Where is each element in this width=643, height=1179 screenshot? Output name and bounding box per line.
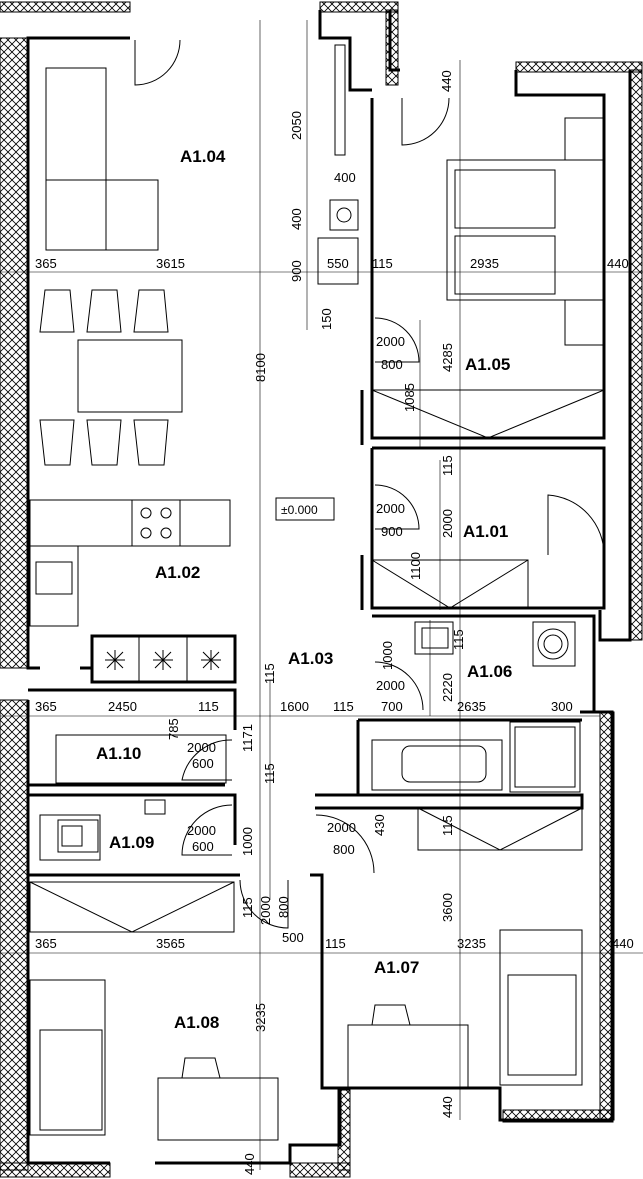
dim-text: 2000 [258,896,273,925]
room-label-a103: A1.03 [288,649,333,668]
cooktop [131,499,181,547]
walls [26,10,632,1165]
dim-text: 300 [551,699,573,714]
dim-text: 115 [440,455,455,476]
vertical-dimension-texts: 440 2050 400 900 150 4285 1085 8100 115 … [166,70,466,1175]
room-label-a102: A1.02 [155,563,200,582]
dim-text: 600 [192,839,214,854]
dim-text: 785 [166,718,181,740]
dim-text: 900 [289,260,304,282]
room-label-a108: A1.08 [174,1013,219,1032]
dim-text: 2000 [376,501,405,516]
dim-text: 1600 [280,699,309,714]
dim-text: 3235 [457,936,486,951]
dim-text: 440 [612,936,634,951]
dim-text: 115 [262,763,277,784]
dim-text: 1171 [240,724,255,752]
dim-text: 115 [325,936,346,951]
dim-text: 2000 [187,740,216,755]
dim-text: 1085 [402,383,417,412]
level-marker: ±0.000 [281,503,318,517]
dim-text: 2635 [457,699,486,714]
bed-a108 [29,979,106,1136]
furniture [29,39,605,1141]
dim-text: 2000 [440,509,455,538]
dim-text: 2000 [327,820,356,835]
room-label-a109: A1.09 [109,833,154,852]
dim-text: 440 [242,1153,257,1175]
bed-a105 [446,159,605,301]
dim-text: 800 [333,842,355,857]
dim-text: 115 [240,897,255,918]
dim-text: 115 [372,256,393,271]
dim-text: 3600 [440,893,455,922]
dining-table [77,339,183,413]
dimension-lines [0,20,643,1170]
bed-a107 [499,929,583,1086]
dim-text: 440 [607,256,629,271]
room-label-a105: A1.05 [465,355,510,374]
dim-text: 430 [372,814,387,836]
dim-text: 1000 [380,641,395,670]
dim-text: 2000 [187,823,216,838]
dim-text: 400 [334,170,356,185]
dim-text: 550 [327,256,349,271]
dim-text: 440 [440,1096,455,1118]
dim-text: 115 [262,663,277,684]
dim-text: 115 [333,699,354,714]
desk-a107 [347,1024,469,1088]
dim-text: 2220 [440,673,455,702]
dim-text: 365 [35,936,57,951]
level-marker-box [275,497,335,521]
room-label-a110: A1.10 [96,744,141,763]
dim-text: 2935 [470,256,499,271]
dim-text: 1000 [240,827,255,856]
sofa [45,67,107,251]
dim-text: 115 [451,629,466,650]
shower [509,721,581,793]
dim-text: 900 [381,524,403,539]
room-labels: A1.04 A1.05 A1.02 A1.01 A1.03 A1.06 A1.1… [96,147,512,1032]
bathtub [371,739,503,791]
dim-text: 150 [319,308,334,330]
dim-text: 1100 [408,552,423,580]
dim-text: 8100 [253,353,268,382]
dim-text: 800 [276,896,291,918]
dim-text: 4285 [440,343,455,372]
dim-text: 400 [289,208,304,230]
dim-text: 365 [35,699,57,714]
dim-text: 3235 [253,1003,268,1032]
room-label-a104: A1.04 [180,147,226,166]
dim-text: 2450 [108,699,137,714]
dim-text: 365 [35,256,57,271]
dim-text: 700 [381,699,403,714]
kitchen-counter [29,499,231,547]
dim-text: 2000 [376,334,405,349]
cabinet-unit [105,636,221,682]
dim-text: 2050 [289,111,304,140]
dim-text: 800 [381,357,403,372]
door-swing [134,39,181,86]
room-label-a101: A1.01 [463,522,508,541]
dim-text: 440 [439,70,454,92]
room-label-a107: A1.07 [374,958,419,977]
dim-text: 600 [192,756,214,771]
dimension-texts: 400 550 365 3615 115 2935 440 2000 800 2… [35,170,634,951]
kitchen-sink [35,561,73,595]
dim-text: 115 [198,699,219,714]
dim-text: 500 [282,930,304,945]
room-label-a106: A1.06 [467,662,512,681]
dim-text: 115 [440,815,455,836]
dim-text: 3615 [156,256,185,271]
dim-text: 3565 [156,936,185,951]
dim-text: 2000 [376,678,405,693]
